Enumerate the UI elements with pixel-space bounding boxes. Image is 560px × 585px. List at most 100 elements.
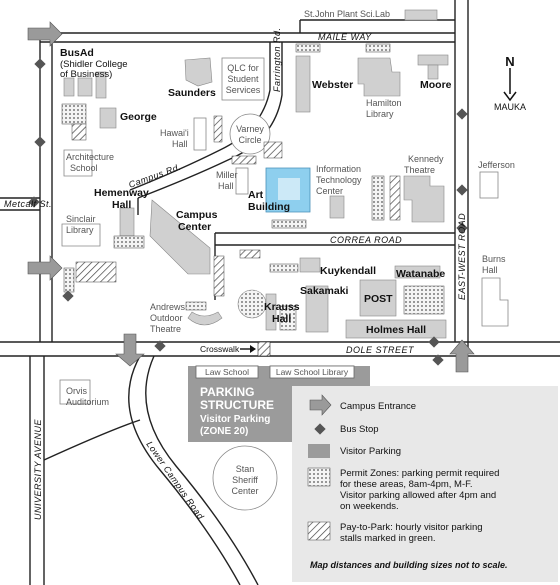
crosswalk-label: Crosswalk (200, 344, 240, 354)
burns-label-1: Burns (482, 254, 506, 264)
legend-bus-label: Bus Stop (340, 424, 379, 435)
pay-to-park-zone (75, 261, 117, 283)
crosswalk-stripes (257, 341, 271, 357)
legend-visitor-label: Visitor Parking (340, 446, 401, 457)
krauss-label-1: Krauss (264, 301, 300, 313)
permit-zone (61, 103, 87, 125)
architecture-label-2: School (70, 163, 98, 173)
entrances (27, 21, 475, 373)
andrews-label-3: Theatre (150, 324, 181, 334)
moore-building (427, 64, 439, 80)
pay-to-park-zone (71, 123, 87, 141)
east-west-road-label: EAST-WEST ROAD (457, 213, 467, 300)
bus-stop-marker (456, 108, 468, 120)
hamilton-label-2: Library (366, 109, 394, 119)
holmes-hall (345, 319, 447, 339)
webster-building (295, 55, 311, 113)
krauss-hall (265, 293, 277, 331)
bus-stop-marker (34, 58, 46, 70)
law-school-label: Law School (205, 367, 249, 377)
crosswalk-arrowhead (250, 345, 256, 353)
legend-permit-line-1: Permit Zones: parking permit required (340, 468, 499, 479)
pay-to-park-zone (263, 141, 283, 159)
hamilton-label-1: Hamilton (366, 98, 402, 108)
hemenway-hall (119, 207, 135, 237)
bus-stop-marker (34, 136, 46, 148)
legend-permit-line-3: Visitor parking allowed after 4pm and (340, 490, 496, 501)
busad-building (95, 71, 107, 99)
maile-way-label: MAILE WAY (318, 32, 372, 42)
law-school-tag (195, 365, 259, 379)
hemenway-label-1: Hemenway (94, 187, 149, 199)
parking-structure-label-1: PARKING (200, 385, 254, 399)
permit-zone (371, 175, 385, 221)
pay-to-park-zone (231, 155, 257, 165)
pay-to-park-zone (213, 255, 225, 297)
sakamaki-hall (305, 285, 329, 333)
saunders-label: Saunders (168, 87, 216, 99)
bus-stop-marker (456, 222, 468, 234)
varney-label-2: Circle (238, 135, 261, 145)
permit-zone (279, 305, 297, 331)
kennedy-label-2: Theatre (404, 165, 435, 175)
road-line (43, 419, 141, 461)
burns-hall (481, 277, 509, 327)
saunders-building (184, 57, 213, 87)
permit-zone (271, 219, 307, 229)
campus-center (149, 199, 211, 275)
legend-permit-icon (307, 467, 331, 487)
burns-label-2: Hall (482, 265, 498, 275)
bus-stop-marker (432, 354, 444, 366)
campus-center-label-2: Center (178, 221, 211, 233)
holmes-hall-label: Holmes Hall (366, 324, 426, 336)
watanabe-label: Watanabe (396, 268, 445, 280)
permit-zone (403, 285, 445, 315)
miller-label-1: Miller (216, 170, 238, 180)
north-arrow-head (503, 91, 517, 102)
road-line (129, 42, 271, 191)
university-avenue-label: UNIVERSITY AVENUE (33, 418, 43, 520)
pay-to-park-zone (213, 115, 223, 143)
qlc-label-3: Services (226, 85, 261, 95)
road-line (137, 42, 283, 199)
permit-zone (295, 43, 321, 53)
permit-zone (113, 235, 145, 249)
architecture-school (63, 149, 93, 177)
lower-campus-road-label: Lower Campus Road (144, 439, 206, 521)
orvis-label-1: Orvis (66, 386, 87, 396)
sakamaki-label: Sakamaki (300, 285, 349, 297)
kuykendall-hall (299, 257, 321, 273)
busad-label: BusAd (60, 47, 94, 59)
qlc-label-2: Student (227, 74, 259, 84)
jefferson-hall (479, 171, 499, 199)
varney-circle (229, 113, 271, 155)
sinclair-label-1: Sinclair (66, 214, 96, 224)
miller-label-2: Hall (218, 181, 234, 191)
entrance-arrow (27, 21, 63, 47)
bus-stop-marker (154, 340, 166, 352)
moore-label: Moore (420, 79, 452, 91)
krauss-courtyard (237, 289, 267, 319)
entrance-arrow (449, 339, 475, 373)
architecture-label-1: Architecture (66, 152, 114, 162)
hamilton-library (357, 57, 401, 97)
andrews-theatre (187, 311, 223, 326)
pay-to-park-zone (389, 175, 401, 221)
stan-sheriff-center (212, 445, 278, 511)
post-label: POST (364, 293, 393, 305)
watanabe-hall (394, 265, 441, 279)
permit-zone (269, 263, 299, 273)
st-john-building (404, 9, 438, 21)
kennedy-label-1: Kennedy (408, 154, 444, 164)
hawaii-hall (193, 117, 207, 151)
campus-rd-label: Campus Rd. (127, 162, 182, 190)
legend-pay-line-2: stalls marked in green. (340, 533, 436, 544)
correa-road-label: CORREA ROAD (330, 235, 402, 245)
mauka-label: MAUKA (494, 102, 526, 112)
andrews-label-2: Outdoor (150, 313, 183, 323)
itc-label-1: Information (316, 164, 361, 174)
itc-building (329, 195, 345, 219)
itc-label-2: Technology (316, 175, 362, 185)
